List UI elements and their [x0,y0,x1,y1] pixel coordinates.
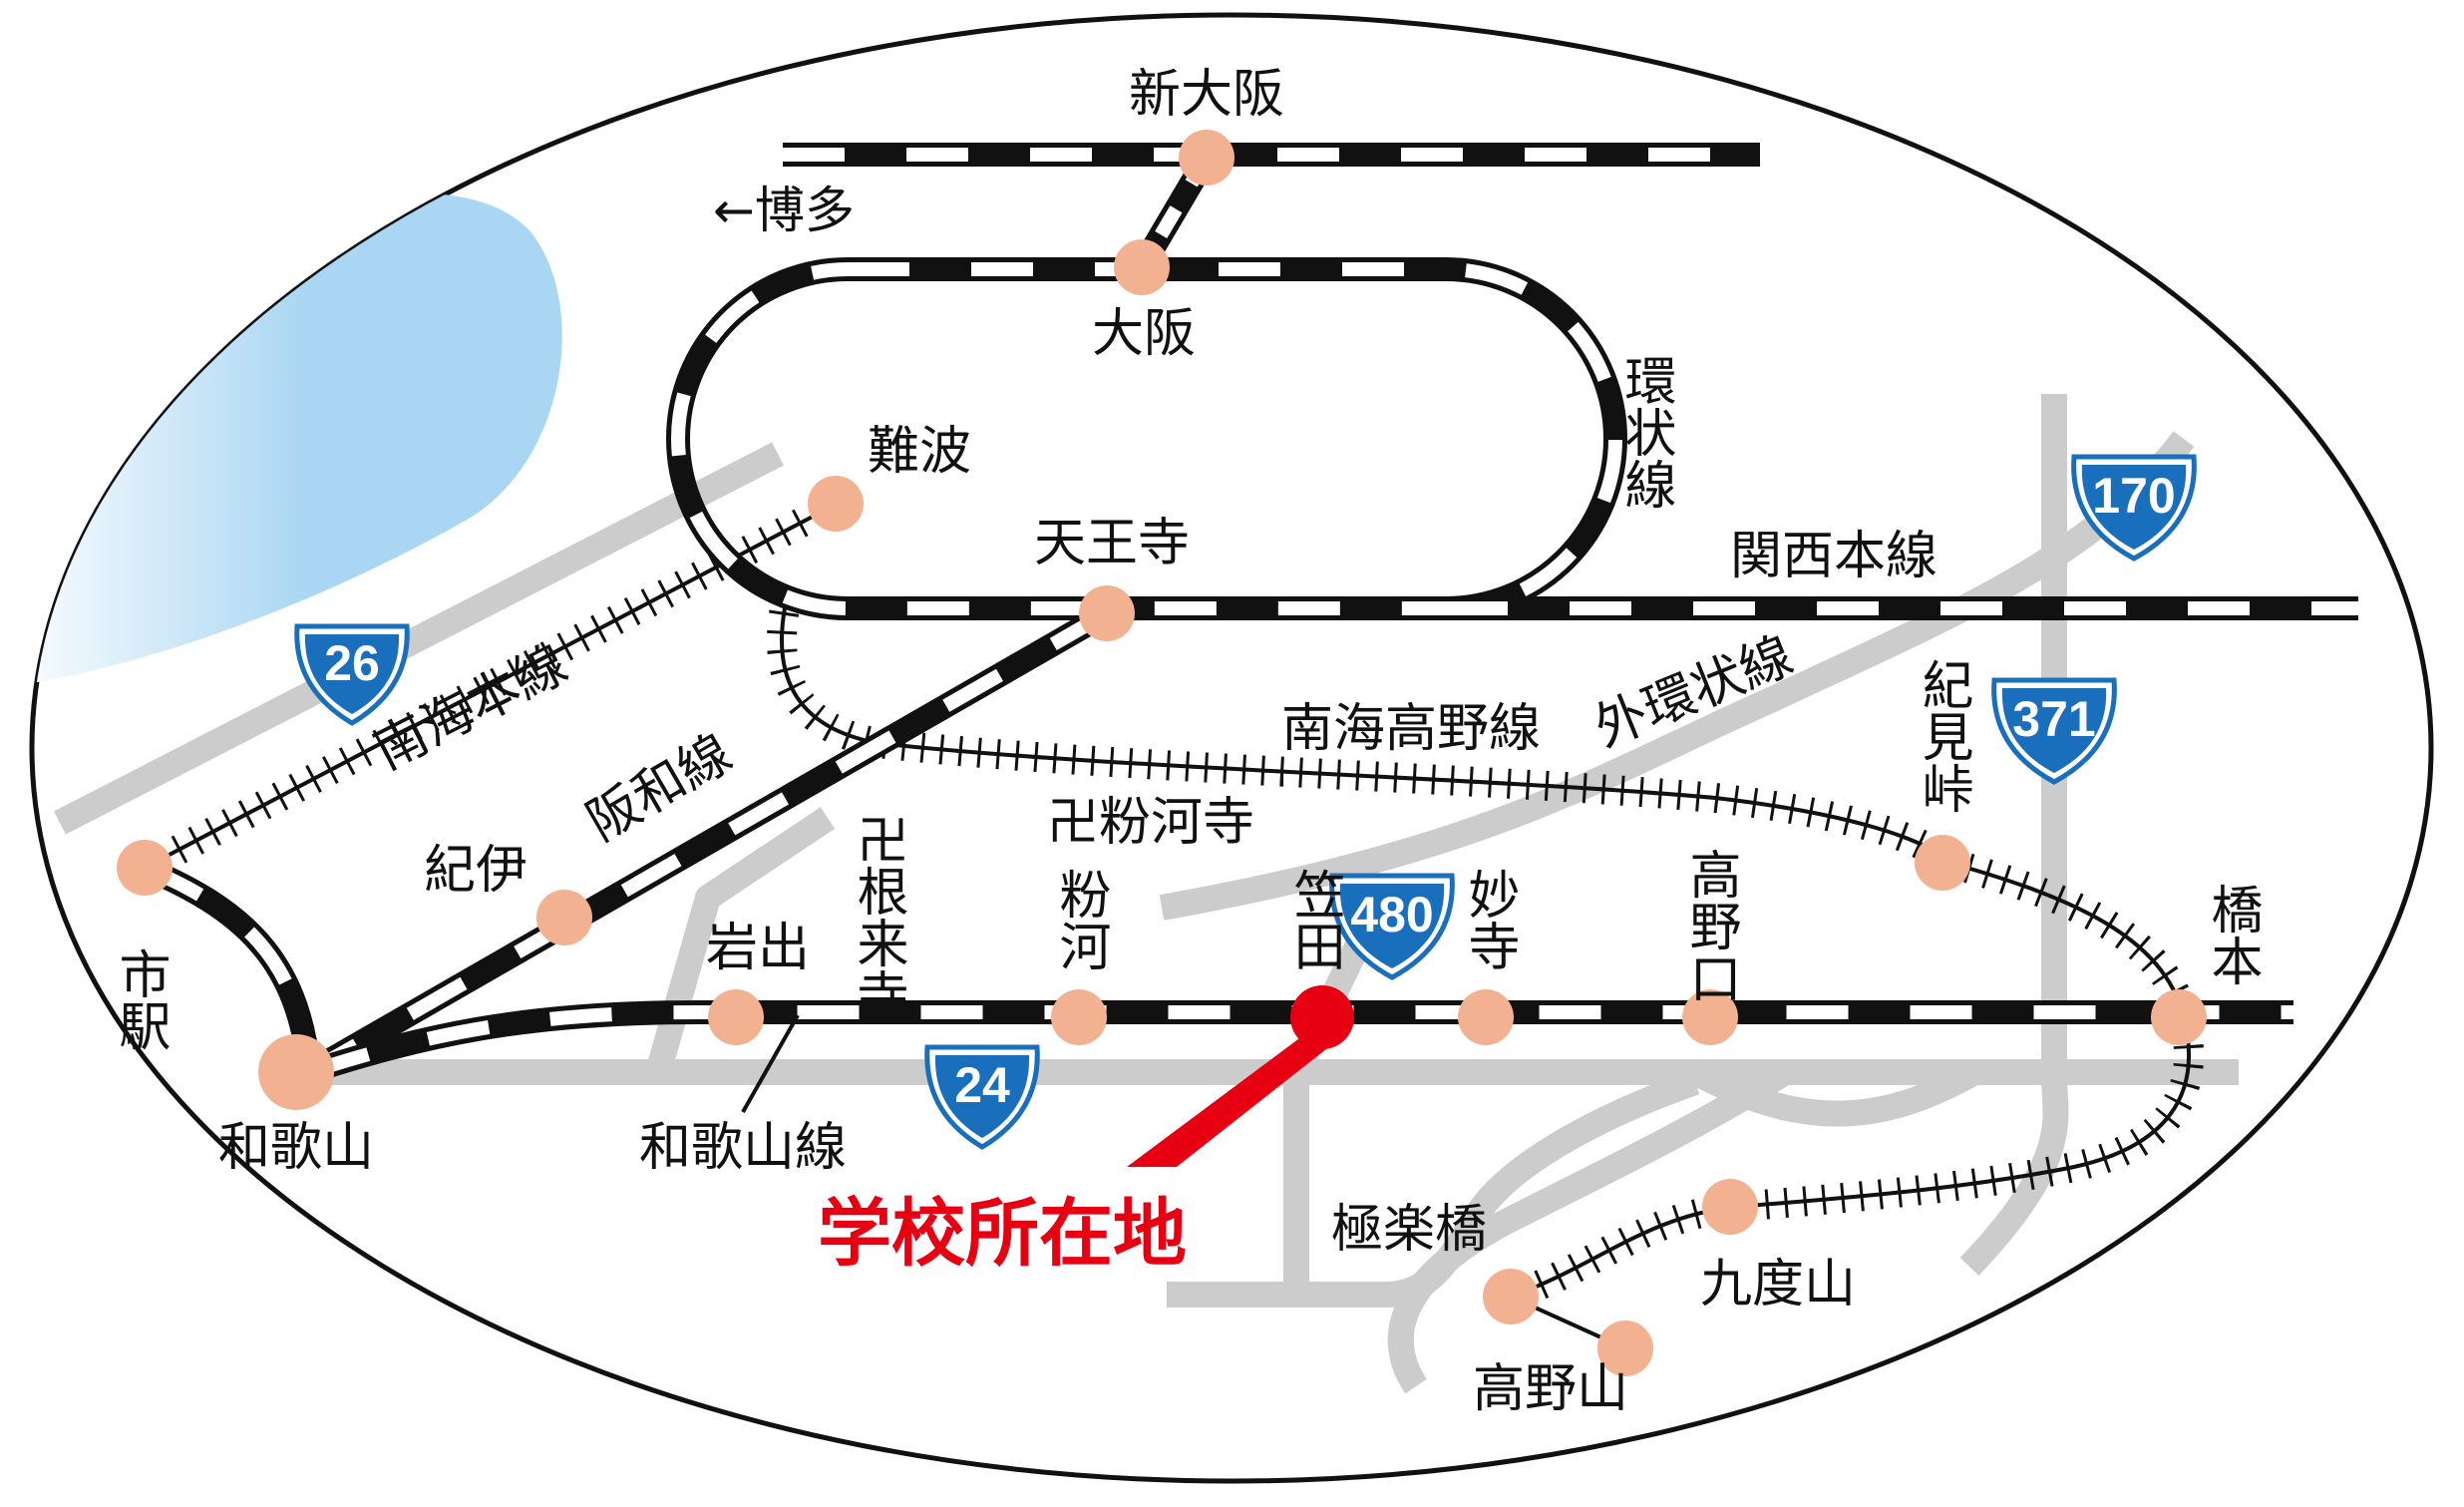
label-kaseda: 笠田 [1284,868,1344,971]
station-marker-shin-osaka [1179,130,1234,186]
railway-wakayama-line [305,1000,2293,1084]
label-hashimoto: 橋本 [2202,883,2262,986]
label-tennoji: 天王寺 [1034,514,1190,573]
station-marker-kimitoge [1915,835,1970,891]
label-koyaguchi: 高野口 [1680,848,1740,1003]
label-school-location: 学校所在地 [818,1191,1187,1277]
label-kimitoge: 紀見峠 [1913,658,1972,814]
label-kansai-main-line: 関西本線 [1730,527,1937,586]
label-shin-osaka: 新大阪 [1129,65,1284,125]
label-kokawadera: 卍粉河寺 [1047,793,1254,853]
railway-nankai-main [138,495,835,882]
road-route-371 [1959,394,2069,1276]
label-namba: 難波 [868,422,971,482]
label-koyasan: 高野山 [1473,1359,1628,1419]
route-number-480: 480 [1350,887,1433,942]
railway-hanwa [303,602,1113,1083]
road-hashimoto-branch [1688,1060,1981,1127]
route-shield-480: 480 [1329,873,1455,980]
station-marker-wakayama-shi [117,840,173,896]
station-marker-namba [808,476,864,532]
route-shield-26: 26 [294,623,410,726]
road-route-26 [54,442,784,835]
route-number-26: 26 [324,635,380,691]
station-marker-myoji [1458,989,1514,1045]
label-myoji: 妙寺 [1459,868,1519,971]
station-marker-kii [536,890,592,945]
school-pointer [1127,1027,1331,1167]
station-marker-kokawa [1051,989,1107,1045]
label-wakayama-shi: 市駅 [110,947,170,1051]
label-kokawa: 粉河 [1050,868,1110,971]
station-marker-hashimoto [2151,989,2207,1045]
station-marker-wakayama [258,1034,334,1110]
railway-shieki-branch [140,856,321,1074]
label-wakayama: 和歌山 [218,1118,374,1178]
label-kudoyama: 九度山 [1700,1255,1856,1315]
station-marker-osaka [1114,239,1170,295]
label-kii: 紀伊 [424,841,528,901]
route-shield-170: 170 [2071,454,2197,562]
station-marker-gokurakubashi [1483,1269,1539,1324]
route-number-170: 170 [2092,468,2175,524]
label-destination-hakata: ←博多 [713,182,855,239]
label-wakayama-line: 和歌山線 [639,1118,847,1178]
station-marker-kudoyama [1702,1179,1758,1235]
label-negoroji: 卍根来寺 [848,813,907,1020]
route-number-24: 24 [954,1057,1010,1113]
station-marker-tennoji [1079,585,1135,641]
road-route-170 [1159,431,2195,921]
station-marker-koyasan [1597,1320,1653,1376]
road-koyasan [1387,1061,1793,1394]
label-loop-line: 環状線 [1615,354,1675,510]
label-iwade: 岩出 [706,919,810,978]
wakayama-line-leader [741,1014,800,1113]
label-osaka: 大阪 [1092,304,1196,364]
label-gokurakubashi: 極楽橋 [1331,1200,1487,1260]
school-marker [1290,985,1354,1049]
station-marker-koyaguchi [1682,989,1738,1045]
route-shield-24: 24 [924,1044,1040,1150]
label-nankai-koya-line: 南海高野線 [1281,699,1541,759]
route-number-371: 371 [2012,691,2095,747]
route-shield-371: 371 [1991,677,2117,785]
station-marker-iwade [708,989,764,1045]
